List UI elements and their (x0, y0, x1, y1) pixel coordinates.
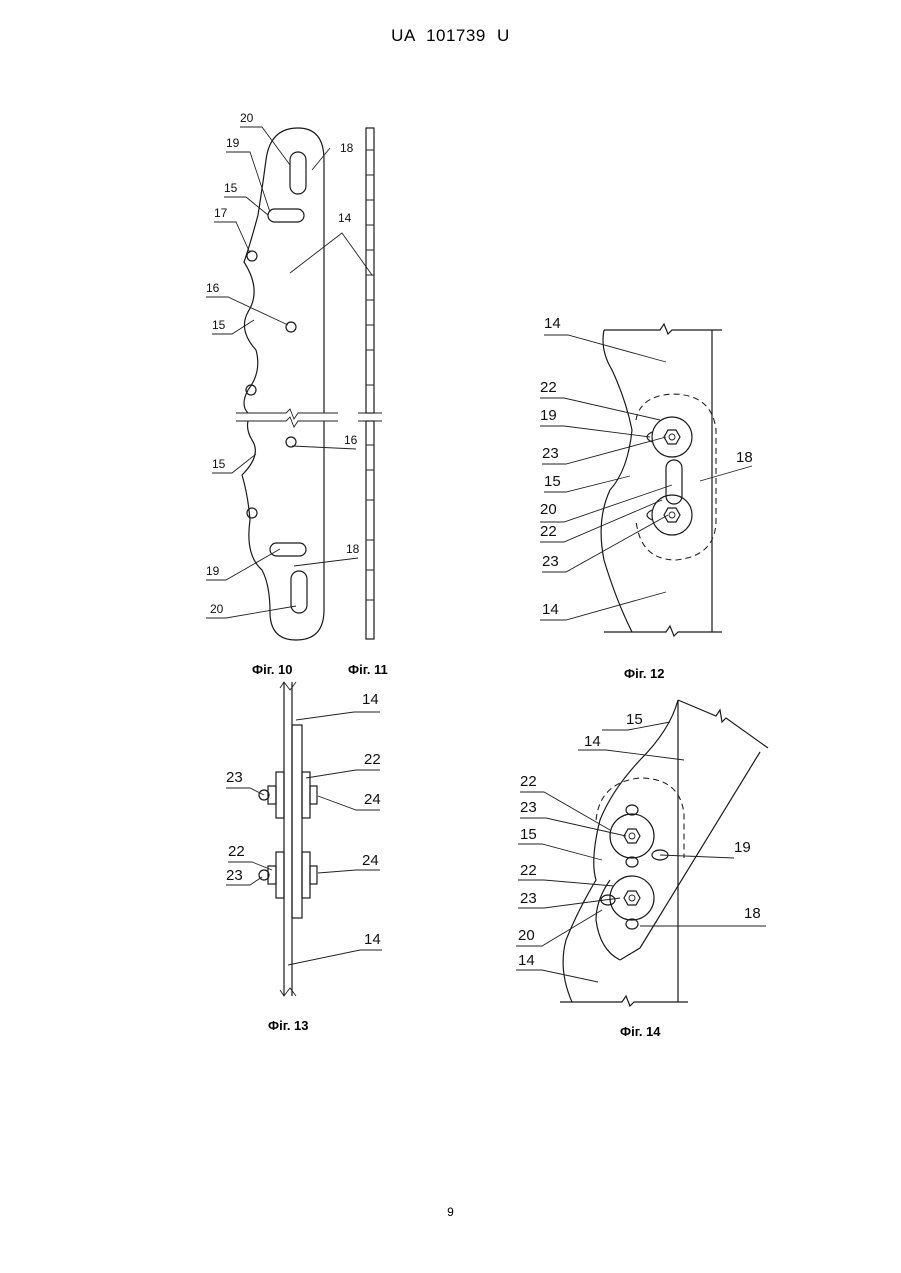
fig12-label-22: 22 (540, 379, 557, 396)
fig10-label-20b: 20 (210, 602, 224, 616)
fig10-label-16: 16 (206, 281, 220, 295)
fig14-label-23: 23 (520, 799, 537, 816)
fig12-label-20: 20 (540, 501, 557, 518)
fig14-label-18: 18 (744, 905, 761, 922)
fig14-label-20: 20 (518, 927, 535, 944)
fig13-label-14: 14 (362, 691, 379, 708)
fig13-label-14b: 14 (364, 931, 381, 948)
fig10-caption: Фіг. 10 (252, 662, 293, 677)
fig10-label-15c: 15 (212, 457, 226, 471)
fig14-label-19: 19 (734, 839, 751, 856)
fig13-label-24: 24 (364, 791, 381, 808)
fig13-label-22: 22 (364, 751, 381, 768)
fig12-caption: Фіг. 12 (624, 666, 665, 681)
fig12-label-18: 18 (736, 449, 753, 466)
fig10-label-17: 17 (214, 206, 228, 220)
fig10-label-20: 20 (240, 111, 254, 125)
fig11-caption: Фіг. 11 (348, 662, 388, 677)
fig10-label-14: 14 (338, 211, 352, 225)
fig12-label-19: 19 (540, 407, 557, 424)
figure-13 (226, 682, 382, 996)
fig10-label-19b: 19 (206, 564, 220, 578)
fig14-label-15b: 15 (520, 826, 537, 843)
fig12-label-14: 14 (544, 315, 561, 332)
fig12-label-23: 23 (542, 445, 559, 462)
fig10-label-15: 15 (224, 181, 238, 195)
fig14-label-22b: 22 (520, 862, 537, 879)
fig13-label-23b: 23 (226, 867, 243, 884)
fig13-label-22b: 22 (228, 843, 245, 860)
fig12-label-14b: 14 (542, 601, 559, 618)
fig12-label-15: 15 (544, 473, 561, 490)
fig10-label-15b: 15 (212, 318, 226, 332)
fig13-caption: Фіг. 13 (268, 1018, 309, 1033)
fig10-label-18: 18 (340, 141, 354, 155)
fig14-label-15: 15 (626, 711, 643, 728)
fig13-label-23: 23 (226, 769, 243, 786)
figure-10 (206, 127, 372, 640)
fig10-label-19: 19 (226, 136, 240, 150)
figure-12 (540, 324, 752, 636)
fig10-label-18b: 18 (346, 542, 360, 556)
fig12-label-23b: 23 (542, 553, 559, 570)
fig14-label-14b: 14 (518, 952, 535, 969)
fig14-label-22: 22 (520, 773, 537, 790)
figure-14 (516, 700, 768, 1006)
fig10-label-16b: 16 (344, 433, 358, 447)
fig14-label-23b: 23 (520, 890, 537, 907)
fig13-label-24b: 24 (362, 852, 379, 869)
fig14-label-14: 14 (584, 733, 601, 750)
fig14-caption: Фіг. 14 (620, 1024, 661, 1039)
figure-11 (358, 128, 382, 639)
page-number: 9 (0, 1205, 901, 1219)
fig12-label-22b: 22 (540, 523, 557, 540)
